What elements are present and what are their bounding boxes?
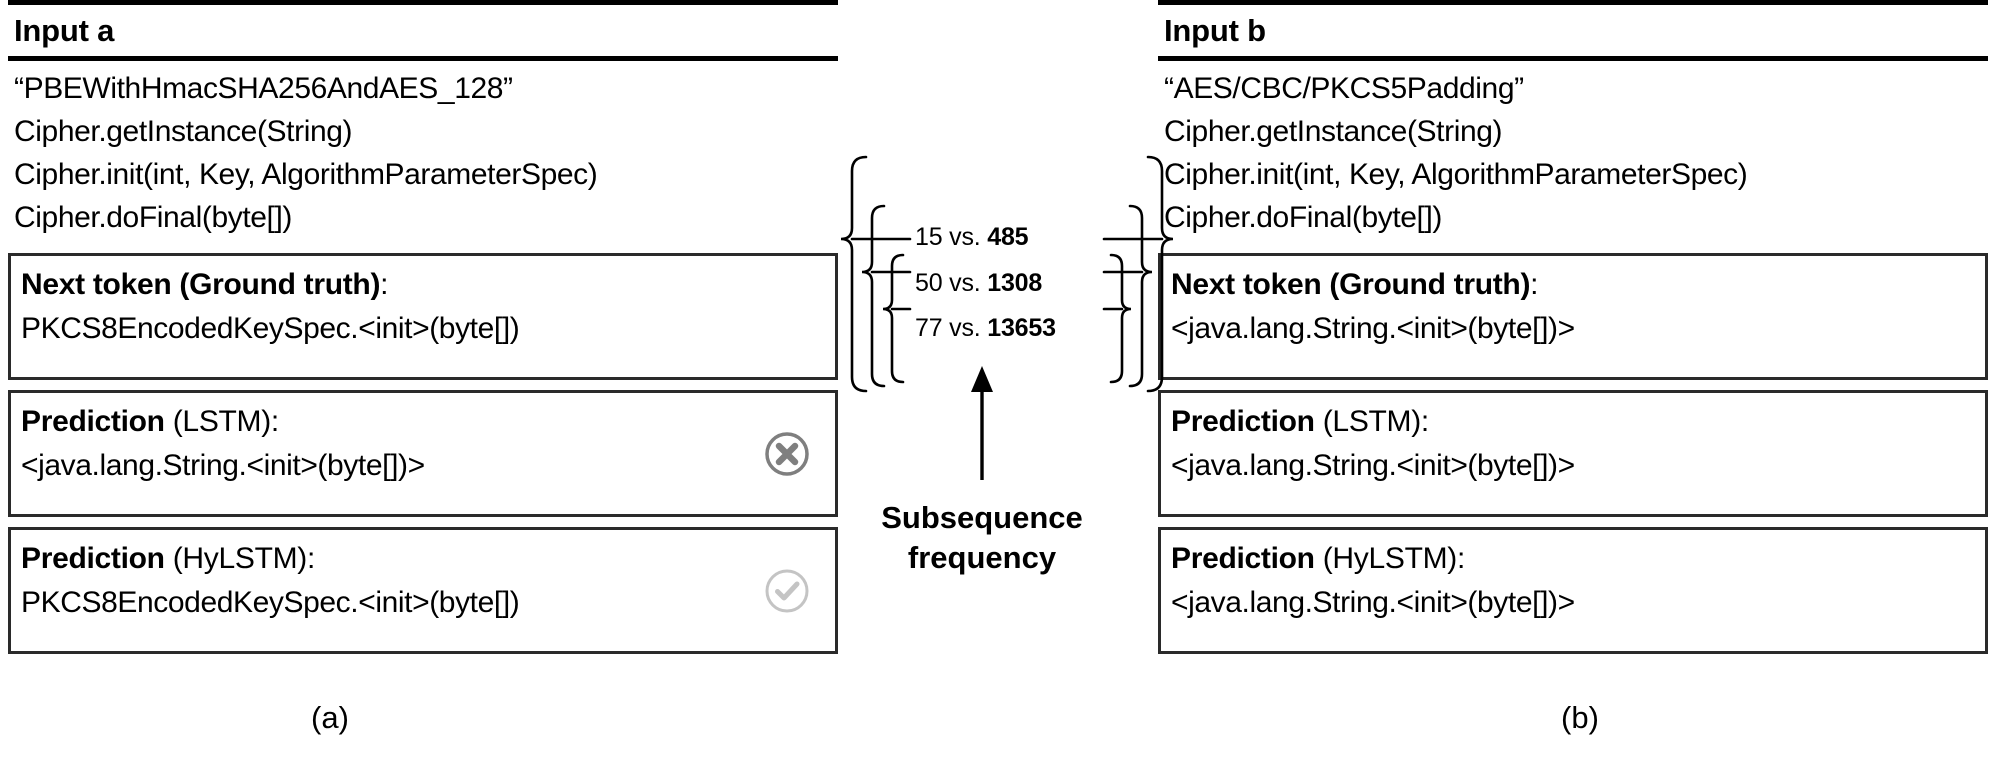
frequency-separator: vs. [942,269,988,297]
card-label-bold: Prediction [21,542,165,575]
card-label-rest: : [1530,268,1539,301]
code-line: Cipher.doFinal(byte[]) [14,201,293,234]
frequency-separator: vs. [942,314,988,342]
frequency-b-value: 1308 [987,269,1043,297]
frequency-b-value: 485 [987,223,1029,251]
panel-b-title: Input b [1164,13,1266,48]
card-label-bold: Prediction [1171,405,1315,438]
frequency-row: 15 vs. 485 [915,222,1029,252]
frequency-row: 50 vs. 1308 [915,268,1042,298]
card-label-rest: (HyLSTM): [164,542,316,575]
card-value: <java.lang.String.<init>(byte[])> [1171,312,1575,345]
panel-a-code-block: “PBEWithHmacSHA256AndAES_128” Cipher.get… [8,61,838,243]
panel-input-b: Input b “AES/CBC/PKCS5Padding” Cipher.ge… [1158,0,1988,654]
frequency-a-value: 77 [915,314,943,342]
card-label: Next token (Ground truth): [21,263,829,306]
caption-b: (b) [1561,700,1599,735]
frequency-b-value: 13653 [987,314,1056,342]
ground-truth-card: Next token (Ground truth): <java.lang.St… [1158,253,1988,380]
card-label-rest: (HyLSTM): [1314,542,1466,575]
panel-b-code-block: “AES/CBC/PKCS5Padding” Cipher.getInstanc… [1158,61,1988,243]
code-line: “PBEWithHmacSHA256AndAES_128” [14,72,513,105]
check-circle-icon [765,569,809,612]
prediction-hylstm-card: Prediction (HyLSTM): PKCS8EncodedKeySpec… [8,527,838,654]
panel-a-title: Input a [14,13,115,48]
card-value: <java.lang.String.<init>(byte[])> [1171,586,1575,619]
card-label-bold: Next token (Ground truth) [1171,268,1531,301]
card-value: PKCS8EncodedKeySpec.<init>(byte[]) [21,586,520,619]
code-line: Cipher.init(int, Key, AlgorithmParameter… [1164,158,1748,191]
card-label: Prediction (LSTM): [21,400,829,443]
card-value: PKCS8EncodedKeySpec.<init>(byte[]) [21,312,520,345]
frequency-a-value: 50 [915,269,943,297]
frequency-separator: vs. [942,223,988,251]
up-arrow-icon [971,366,993,480]
code-line: “AES/CBC/PKCS5Padding” [1164,72,1524,105]
card-label: Prediction (HyLSTM): [1171,537,1979,580]
card-label-bold: Prediction [1171,542,1315,575]
prediction-lstm-card: Prediction (LSTM): <java.lang.String.<in… [8,390,838,517]
prediction-lstm-card: Prediction (LSTM): <java.lang.String.<in… [1158,390,1988,517]
card-label-rest: (LSTM): [1314,405,1430,438]
card-label-rest: (LSTM): [164,405,280,438]
card-label: Prediction (HyLSTM): [21,537,829,580]
panel-a-header: Input a [8,0,838,61]
code-line: Cipher.init(int, Key, AlgorithmParameter… [14,158,598,191]
frequency-a-value: 15 [915,223,943,251]
cross-circle-icon [765,431,809,476]
card-label-bold: Next token (Ground truth) [21,268,381,301]
panel-b-header: Input b [1158,0,1988,61]
card-label-rest: : [380,268,389,301]
card-value: <java.lang.String.<init>(byte[])> [21,449,425,482]
subsequence-frequency-label: Subsequence frequency [862,498,1102,578]
prediction-hylstm-card: Prediction (HyLSTM): <java.lang.String.<… [1158,527,1988,654]
ground-truth-card: Next token (Ground truth): PKCS8EncodedK… [8,253,838,380]
subsequence-frequency-label-line1: Subsequence [881,500,1083,535]
subsequence-frequency-label-line2: frequency [907,540,1057,575]
card-label-bold: Prediction [21,405,165,438]
caption-a: (a) [311,700,349,735]
card-value: <java.lang.String.<init>(byte[])> [1171,449,1575,482]
frequency-row: 77 vs. 13653 [915,313,1056,343]
card-label: Next token (Ground truth): [1171,263,1979,306]
panel-input-a: Input a “PBEWithHmacSHA256AndAES_128” Ci… [8,0,838,654]
code-line: Cipher.getInstance(String) [1164,115,1503,148]
card-label: Prediction (LSTM): [1171,400,1979,443]
code-line: Cipher.getInstance(String) [14,115,353,148]
code-line: Cipher.doFinal(byte[]) [1164,201,1443,234]
